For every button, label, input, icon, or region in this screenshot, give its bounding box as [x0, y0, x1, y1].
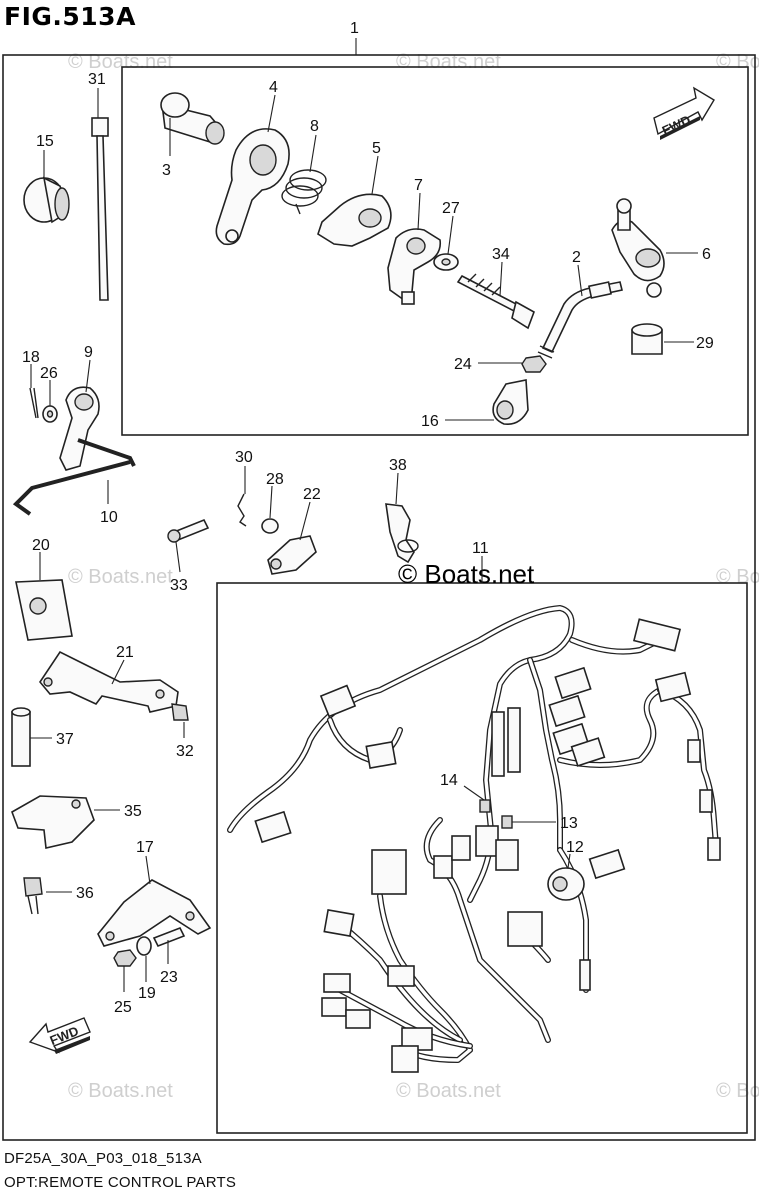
- part-34-bolt[interactable]: [456, 273, 535, 330]
- callout-29: 29: [696, 335, 714, 352]
- figure-caption: OPT:REMOTE CONTROL PARTS: [4, 1174, 237, 1191]
- part-38-clamp[interactable]: [385, 503, 419, 564]
- callout-3: 3: [162, 162, 171, 179]
- callout-16: 16: [421, 413, 439, 430]
- callout-layer: 1 31 15 3 4 8 5 7 27 34 2 6 29: [22, 20, 714, 1016]
- part-33-bolt[interactable]: [167, 518, 210, 543]
- part-4-arm[interactable]: [215, 128, 290, 246]
- part-15-grommet[interactable]: [23, 176, 70, 224]
- part-17-bracket[interactable]: [97, 879, 212, 947]
- part-24-nut[interactable]: [521, 355, 547, 373]
- watermark: © Boats.net: [716, 1080, 759, 1102]
- callout-35: 35: [124, 803, 142, 820]
- part-11-wiring-harness[interactable]: [227, 605, 721, 1073]
- callout-34: 34: [492, 246, 510, 263]
- part-14-fuse[interactable]: [479, 799, 491, 813]
- part-6-lever[interactable]: [611, 198, 665, 298]
- callout-37: 37: [56, 731, 74, 748]
- callout-5: 5: [372, 140, 381, 157]
- callout-11: 11: [472, 540, 489, 557]
- callout-9: 9: [84, 344, 93, 361]
- callout-20: 20: [32, 537, 50, 554]
- drawing-code: DF25A_30A_P03_018_513A: [4, 1150, 202, 1167]
- part-9-lever[interactable]: [59, 386, 100, 471]
- callout-8: 8: [310, 118, 319, 135]
- watermark: © Boats.net: [68, 566, 173, 588]
- part-12-buzzer[interactable]: [547, 867, 585, 901]
- callout-31: 31: [88, 71, 106, 88]
- callout-28: 28: [266, 471, 284, 488]
- callout-30: 30: [235, 449, 253, 466]
- part-5-cam[interactable]: [317, 193, 392, 247]
- callout-25: 25: [114, 999, 132, 1016]
- outer-assembly-frame: [2, 54, 756, 1141]
- wiring-harness-frame: [216, 582, 748, 1134]
- part-25-nut[interactable]: [113, 949, 137, 967]
- callout-6: 6: [702, 246, 711, 263]
- callout-27: 27: [442, 200, 460, 217]
- part-26-washer[interactable]: [42, 405, 58, 423]
- part-13-fuse[interactable]: [501, 815, 513, 829]
- harness-relay-tube: [491, 711, 505, 777]
- part-2-rod[interactable]: [537, 281, 623, 359]
- part-23-stud[interactable]: [152, 926, 186, 948]
- watermark: © Boats.net: [396, 1080, 501, 1102]
- part-27-washer[interactable]: [433, 253, 459, 271]
- callout-32: 32: [176, 743, 194, 760]
- fwd-direction-arrow-upper: FWD: [653, 86, 715, 140]
- part-10-rod[interactable]: [12, 438, 136, 516]
- callout-12: 12: [566, 839, 584, 856]
- callout-38: 38: [389, 457, 407, 474]
- callout-7: 7: [414, 177, 423, 194]
- center-watermark: © Boats.net: [398, 559, 535, 589]
- callout-24: 24: [454, 356, 472, 373]
- part-22-link[interactable]: [267, 535, 317, 575]
- part-16-rod-end[interactable]: [492, 379, 529, 426]
- callout-19: 19: [138, 985, 156, 1002]
- part-8-spring[interactable]: [281, 169, 327, 215]
- callout-10: 10: [100, 509, 118, 526]
- callout-23: 23: [160, 969, 178, 986]
- callout-36: 36: [76, 885, 94, 902]
- part-35-plate[interactable]: [11, 795, 95, 849]
- callout-21: 21: [116, 644, 134, 661]
- part-29-bushing[interactable]: [631, 323, 663, 355]
- callout-18: 18: [22, 349, 40, 366]
- part-28-washer[interactable]: [261, 518, 279, 534]
- upper-subassembly-frame: [121, 66, 749, 436]
- part-36-bolt[interactable]: [23, 877, 43, 915]
- watermark: © Boats.net: [68, 1080, 173, 1102]
- part-3-bushing[interactable]: [160, 92, 225, 145]
- callout-4: 4: [269, 79, 278, 96]
- figure-title: FIG.513A: [4, 2, 136, 31]
- part-21-bracket[interactable]: [39, 650, 179, 713]
- callout-33: 33: [170, 577, 188, 594]
- part-20-block[interactable]: [15, 579, 73, 641]
- part-32-bolt[interactable]: [171, 703, 189, 721]
- callout-14: 14: [440, 772, 458, 789]
- callout-26: 26: [40, 365, 58, 382]
- part-30-clip[interactable]: [237, 493, 247, 527]
- fwd-direction-arrow-lower: FWD: [28, 1017, 91, 1054]
- harness-connector: [254, 618, 721, 1073]
- callout-22: 22: [303, 486, 321, 503]
- part-7-lever[interactable]: [387, 228, 442, 305]
- callout-17: 17: [136, 839, 154, 856]
- harness-relay-tube: [507, 707, 521, 773]
- callout-13: 13: [560, 815, 578, 832]
- callout-2: 2: [572, 249, 581, 266]
- callout-1: 1: [350, 20, 359, 37]
- part-18-cotter-pin[interactable]: [29, 387, 39, 419]
- callout-15: 15: [36, 133, 54, 150]
- part-19-washer[interactable]: [136, 936, 152, 956]
- part-31-cable-tie[interactable]: [91, 117, 109, 301]
- part-37-pin[interactable]: [11, 707, 31, 767]
- watermark: © Boats.net: [716, 566, 759, 588]
